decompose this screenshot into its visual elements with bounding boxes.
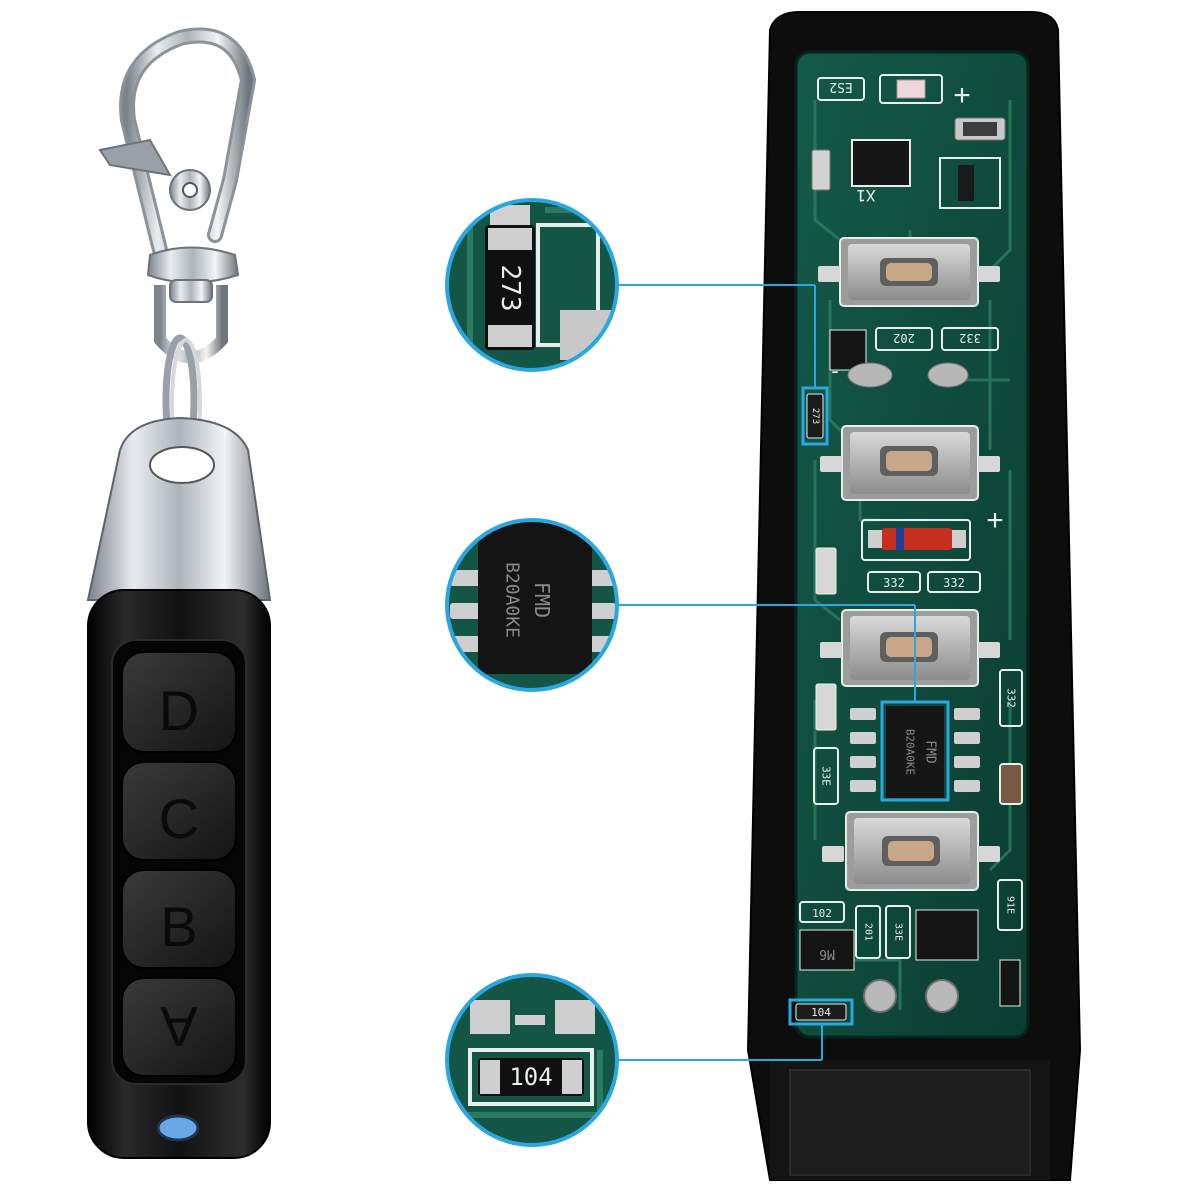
pcb-marking-91e: 91E [1005, 896, 1016, 914]
key-fob-remote: D C B A [86, 27, 272, 1159]
callout-104-text: 104 [509, 1063, 552, 1091]
button-c-label: C [159, 787, 199, 850]
tactile-switch-2 [820, 425, 1000, 501]
remote-button-b[interactable]: B [121, 869, 237, 969]
pcb-minus-mid: - [831, 358, 838, 383]
pcb-marking-201: 201 [863, 923, 874, 941]
pcb-marking-332d: 332 [1005, 688, 1018, 708]
pcb-marking-104: 104 [811, 1006, 831, 1019]
callout-leader-lines [617, 284, 916, 1061]
carabiner-clip [98, 27, 257, 466]
pcb-marking-332a: 332 [959, 331, 981, 345]
pcb-marking-332c: 332 [943, 576, 965, 590]
battery-contact-screw-1 [863, 979, 897, 1013]
tactile-switch-3 [820, 609, 1000, 687]
pcb-marking-es2: ES2 [829, 79, 852, 94]
keyring-hole [149, 446, 215, 484]
pcb-marking-m6: M6 [819, 946, 835, 961]
remote-button-d[interactable]: D [121, 651, 237, 753]
pcb-marking-202: 202 [893, 331, 915, 345]
pcb-marking-33e: 33E [820, 766, 833, 786]
tactile-switch-1 [818, 237, 1000, 307]
pcb-board: ES2 + X1 202 332 - 273 [788, 50, 1030, 1039]
ic-chip-on-board: FMD B20A0KE [850, 700, 980, 802]
remote-button-a[interactable]: A [121, 977, 237, 1077]
callout-273-text: 273 [495, 265, 525, 312]
button-d-label: D [159, 679, 199, 742]
battery-contact-screw-2 [925, 979, 959, 1013]
magnifier-resistor-104: 104 [445, 973, 619, 1147]
pcb-plus-top: + [953, 79, 971, 112]
pcb-plus-mid: + [986, 504, 1004, 537]
tactile-switch-4 [822, 811, 1000, 891]
remote-metal-cap [86, 416, 272, 601]
led-indicator-icon [156, 1114, 200, 1142]
remote-button-c[interactable]: C [121, 761, 237, 861]
button-a-label: A [160, 996, 198, 1059]
pcb-marking-102: 102 [812, 907, 832, 920]
callout-ic-line1: FMD [530, 582, 554, 618]
pcb-ic-line1: FMD [923, 740, 938, 764]
pcb-marking-33e-b: 33E [893, 923, 904, 941]
callout-ic-line2: B20A0KE [502, 562, 523, 638]
pcb-marking-x1: X1 [856, 186, 875, 205]
pcb-marking-332b: 332 [883, 576, 905, 590]
button-b-label: B [160, 895, 197, 958]
magnifier-resistor-273: 273 [445, 198, 619, 372]
pcb-ic-line2: B20A0KE [904, 729, 917, 775]
pcb-marking-273: 273 [810, 408, 820, 424]
magnifier-ic-chip: FMD B20A0KE [445, 518, 619, 692]
